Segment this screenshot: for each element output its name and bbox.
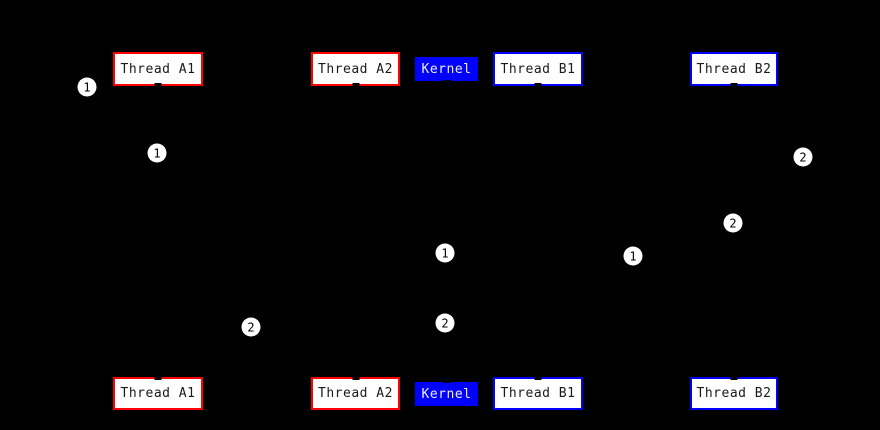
- marker-number: 2: [441, 316, 449, 330]
- lifeline-stub: [154, 83, 162, 87]
- participant-label: Thread B1: [500, 386, 576, 401]
- sequence-step-marker: 2: [435, 313, 455, 333]
- participant-label: Kernel: [421, 386, 472, 402]
- participant-box-thread-a2-top: Thread A2: [311, 52, 400, 87]
- sequence-step-marker: 1: [623, 246, 643, 266]
- lifeline-stub: [443, 80, 450, 84]
- participant-label: Thread B2: [696, 386, 772, 401]
- participant-box-thread-a1-bottom: Thread A1: [113, 376, 203, 410]
- lifeline-stub: [534, 376, 542, 380]
- participant-box-thread-a1-top: Thread A1: [113, 52, 203, 87]
- sequence-step-marker: 2: [241, 317, 261, 337]
- sequence-step-marker: 1: [147, 143, 167, 163]
- sequence-step-marker: 2: [723, 213, 743, 233]
- participant-label: Thread A2: [318, 61, 393, 77]
- marker-number: 2: [729, 216, 737, 230]
- lifeline-stub: [730, 83, 738, 87]
- marker-number: 1: [153, 146, 161, 160]
- lifeline-stub: [352, 83, 359, 87]
- participant-label: Kernel: [421, 61, 472, 77]
- participant-box-kernel-bottom: Kernel: [415, 379, 478, 406]
- marker-number: 1: [83, 80, 91, 94]
- marker-number: 2: [799, 150, 807, 164]
- participant-label: Thread A1: [120, 61, 196, 77]
- participant-box-kernel-top: Kernel: [415, 57, 478, 84]
- marker-number: 1: [629, 249, 637, 263]
- participant-label: Thread B1: [500, 61, 576, 77]
- lifeline-stub: [154, 376, 162, 380]
- marker-number: 2: [247, 320, 255, 334]
- participant-label: Thread A2: [318, 386, 393, 401]
- sequence-step-marker: 1: [435, 243, 455, 263]
- marker-number: 1: [441, 246, 449, 260]
- lifeline-stub: [534, 83, 542, 87]
- participant-box-thread-b1-bottom: Thread B1: [493, 376, 583, 410]
- lifeline-stub: [352, 376, 359, 380]
- sequence-step-marker: 2: [793, 147, 813, 167]
- participant-box-thread-b1-top: Thread B1: [493, 52, 583, 87]
- participant-label: Thread A1: [120, 386, 196, 401]
- participant-box-thread-b2-bottom: Thread B2: [690, 376, 778, 410]
- lifeline-stub: [443, 379, 450, 383]
- participant-box-thread-a2-bottom: Thread A2: [311, 376, 400, 410]
- participant-label: Thread B2: [696, 61, 772, 77]
- sequence-step-marker: 1: [77, 77, 97, 97]
- participant-box-thread-b2-top: Thread B2: [690, 52, 778, 87]
- lifeline-stub: [730, 376, 738, 380]
